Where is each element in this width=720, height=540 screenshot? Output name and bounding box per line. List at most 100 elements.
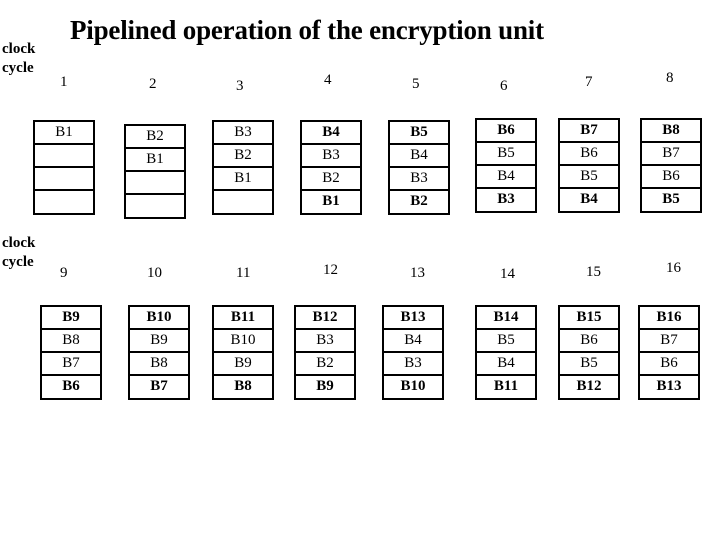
pipeline-cell: B7 (560, 120, 618, 143)
pipeline-cell: B3 (384, 353, 442, 376)
clock-cycle-label-line2: cycle (2, 254, 34, 270)
pipeline-cell: B8 (642, 120, 700, 143)
pipeline-cell: B6 (560, 330, 618, 353)
pipeline-cell-empty (35, 145, 93, 168)
pipeline-cell-empty (35, 191, 93, 213)
pipeline-cell: B3 (296, 330, 354, 353)
cycle-number: 8 (666, 70, 674, 86)
cycle-number: 9 (60, 265, 68, 281)
pipeline-cell-empty (35, 168, 93, 191)
pipeline-cell: B6 (62, 378, 80, 394)
cycle-number: 15 (586, 264, 601, 280)
pipeline-cell: B7 (640, 330, 698, 353)
pipeline-cell: B13 (656, 378, 682, 394)
pipeline-cell: B10 (400, 378, 426, 394)
pipeline-cell: B2 (410, 193, 428, 209)
cycle-number: 16 (666, 260, 681, 276)
pipeline-cell: B2 (296, 353, 354, 376)
cycle-number: 1 (60, 74, 68, 90)
page-title: Pipelined operation of the encryption un… (70, 15, 544, 45)
pipeline-cell: B9 (214, 353, 272, 376)
cycle-number: 5 (412, 76, 420, 92)
pipeline-cell: B4 (580, 191, 598, 207)
pipeline-cell: B15 (560, 307, 618, 330)
pipeline-stage-stack: B1 (33, 120, 95, 215)
pipeline-cell: B11 (214, 307, 272, 330)
pipeline-cell: B12 (296, 307, 354, 330)
cycle-number: 11 (236, 265, 251, 281)
pipeline-cell: B10 (214, 330, 272, 353)
pipeline-cell-empty (126, 195, 184, 217)
pipeline-cell: B3 (497, 191, 515, 207)
pipeline-cell: B5 (477, 330, 535, 353)
pipeline-cell: B16 (640, 307, 698, 330)
clock-cycle-label-line2: cycle (2, 60, 34, 76)
pipeline-cell-empty (214, 191, 272, 213)
pipeline-cell: B7 (642, 143, 700, 166)
clock-cycle-label-line1: clock (2, 235, 36, 251)
cycle-number: 4 (324, 72, 332, 88)
cycle-number: 13 (410, 265, 425, 281)
pipeline-cell: B3 (214, 122, 272, 145)
cycle-number: 6 (500, 78, 508, 94)
pipeline-cell: B6 (477, 120, 535, 143)
pipeline-cell: B4 (390, 145, 448, 168)
pipeline-cell: B6 (560, 143, 618, 166)
pipeline-cell: B4 (302, 122, 360, 145)
cycle-number: 2 (149, 76, 157, 92)
pipeline-cell: B13 (384, 307, 442, 330)
pipeline-cell: B8 (130, 353, 188, 376)
clock-cycle-label: clock cycle (2, 234, 35, 272)
pipeline-cell: B4 (477, 353, 535, 376)
pipeline-cell: B1 (35, 122, 93, 145)
pipeline-cell: B3 (390, 168, 448, 191)
pipeline-cell: B4 (384, 330, 442, 353)
cycle-number: 14 (500, 266, 515, 282)
cycle-number: 10 (147, 265, 162, 281)
pipeline-cell: B9 (42, 307, 100, 330)
pipeline-cell: B5 (477, 143, 535, 166)
cycle-number: 7 (585, 74, 593, 90)
pipeline-cell: B6 (642, 166, 700, 189)
pipeline-cell: B6 (640, 353, 698, 376)
pipeline-cell: B8 (234, 378, 252, 394)
pipeline-cell: B1 (322, 193, 340, 209)
pipeline-cell: B10 (130, 307, 188, 330)
pipeline-cell: B5 (560, 166, 618, 189)
pipeline-cell: B9 (316, 378, 334, 394)
pipeline-cell: B4 (477, 166, 535, 189)
cycle-number: 12 (323, 262, 338, 278)
pipeline-cell: B1 (126, 149, 184, 172)
pipeline-cell: B12 (576, 378, 602, 394)
pipeline-cell: B7 (150, 378, 168, 394)
pipeline-cell: B14 (477, 307, 535, 330)
pipeline-cell: B2 (302, 168, 360, 191)
pipeline-cell: B2 (126, 126, 184, 149)
pipeline-cell: B8 (42, 330, 100, 353)
pipeline-cell: B5 (390, 122, 448, 145)
pipeline-cell: B9 (130, 330, 188, 353)
pipeline-cell: B11 (493, 378, 519, 394)
pipeline-cell: B7 (42, 353, 100, 376)
cycle-number: 3 (236, 78, 244, 94)
pipeline-cell: B5 (560, 353, 618, 376)
pipeline-cell: B5 (662, 191, 680, 207)
pipeline-cell-empty (126, 172, 184, 195)
pipeline-cell: B3 (302, 145, 360, 168)
